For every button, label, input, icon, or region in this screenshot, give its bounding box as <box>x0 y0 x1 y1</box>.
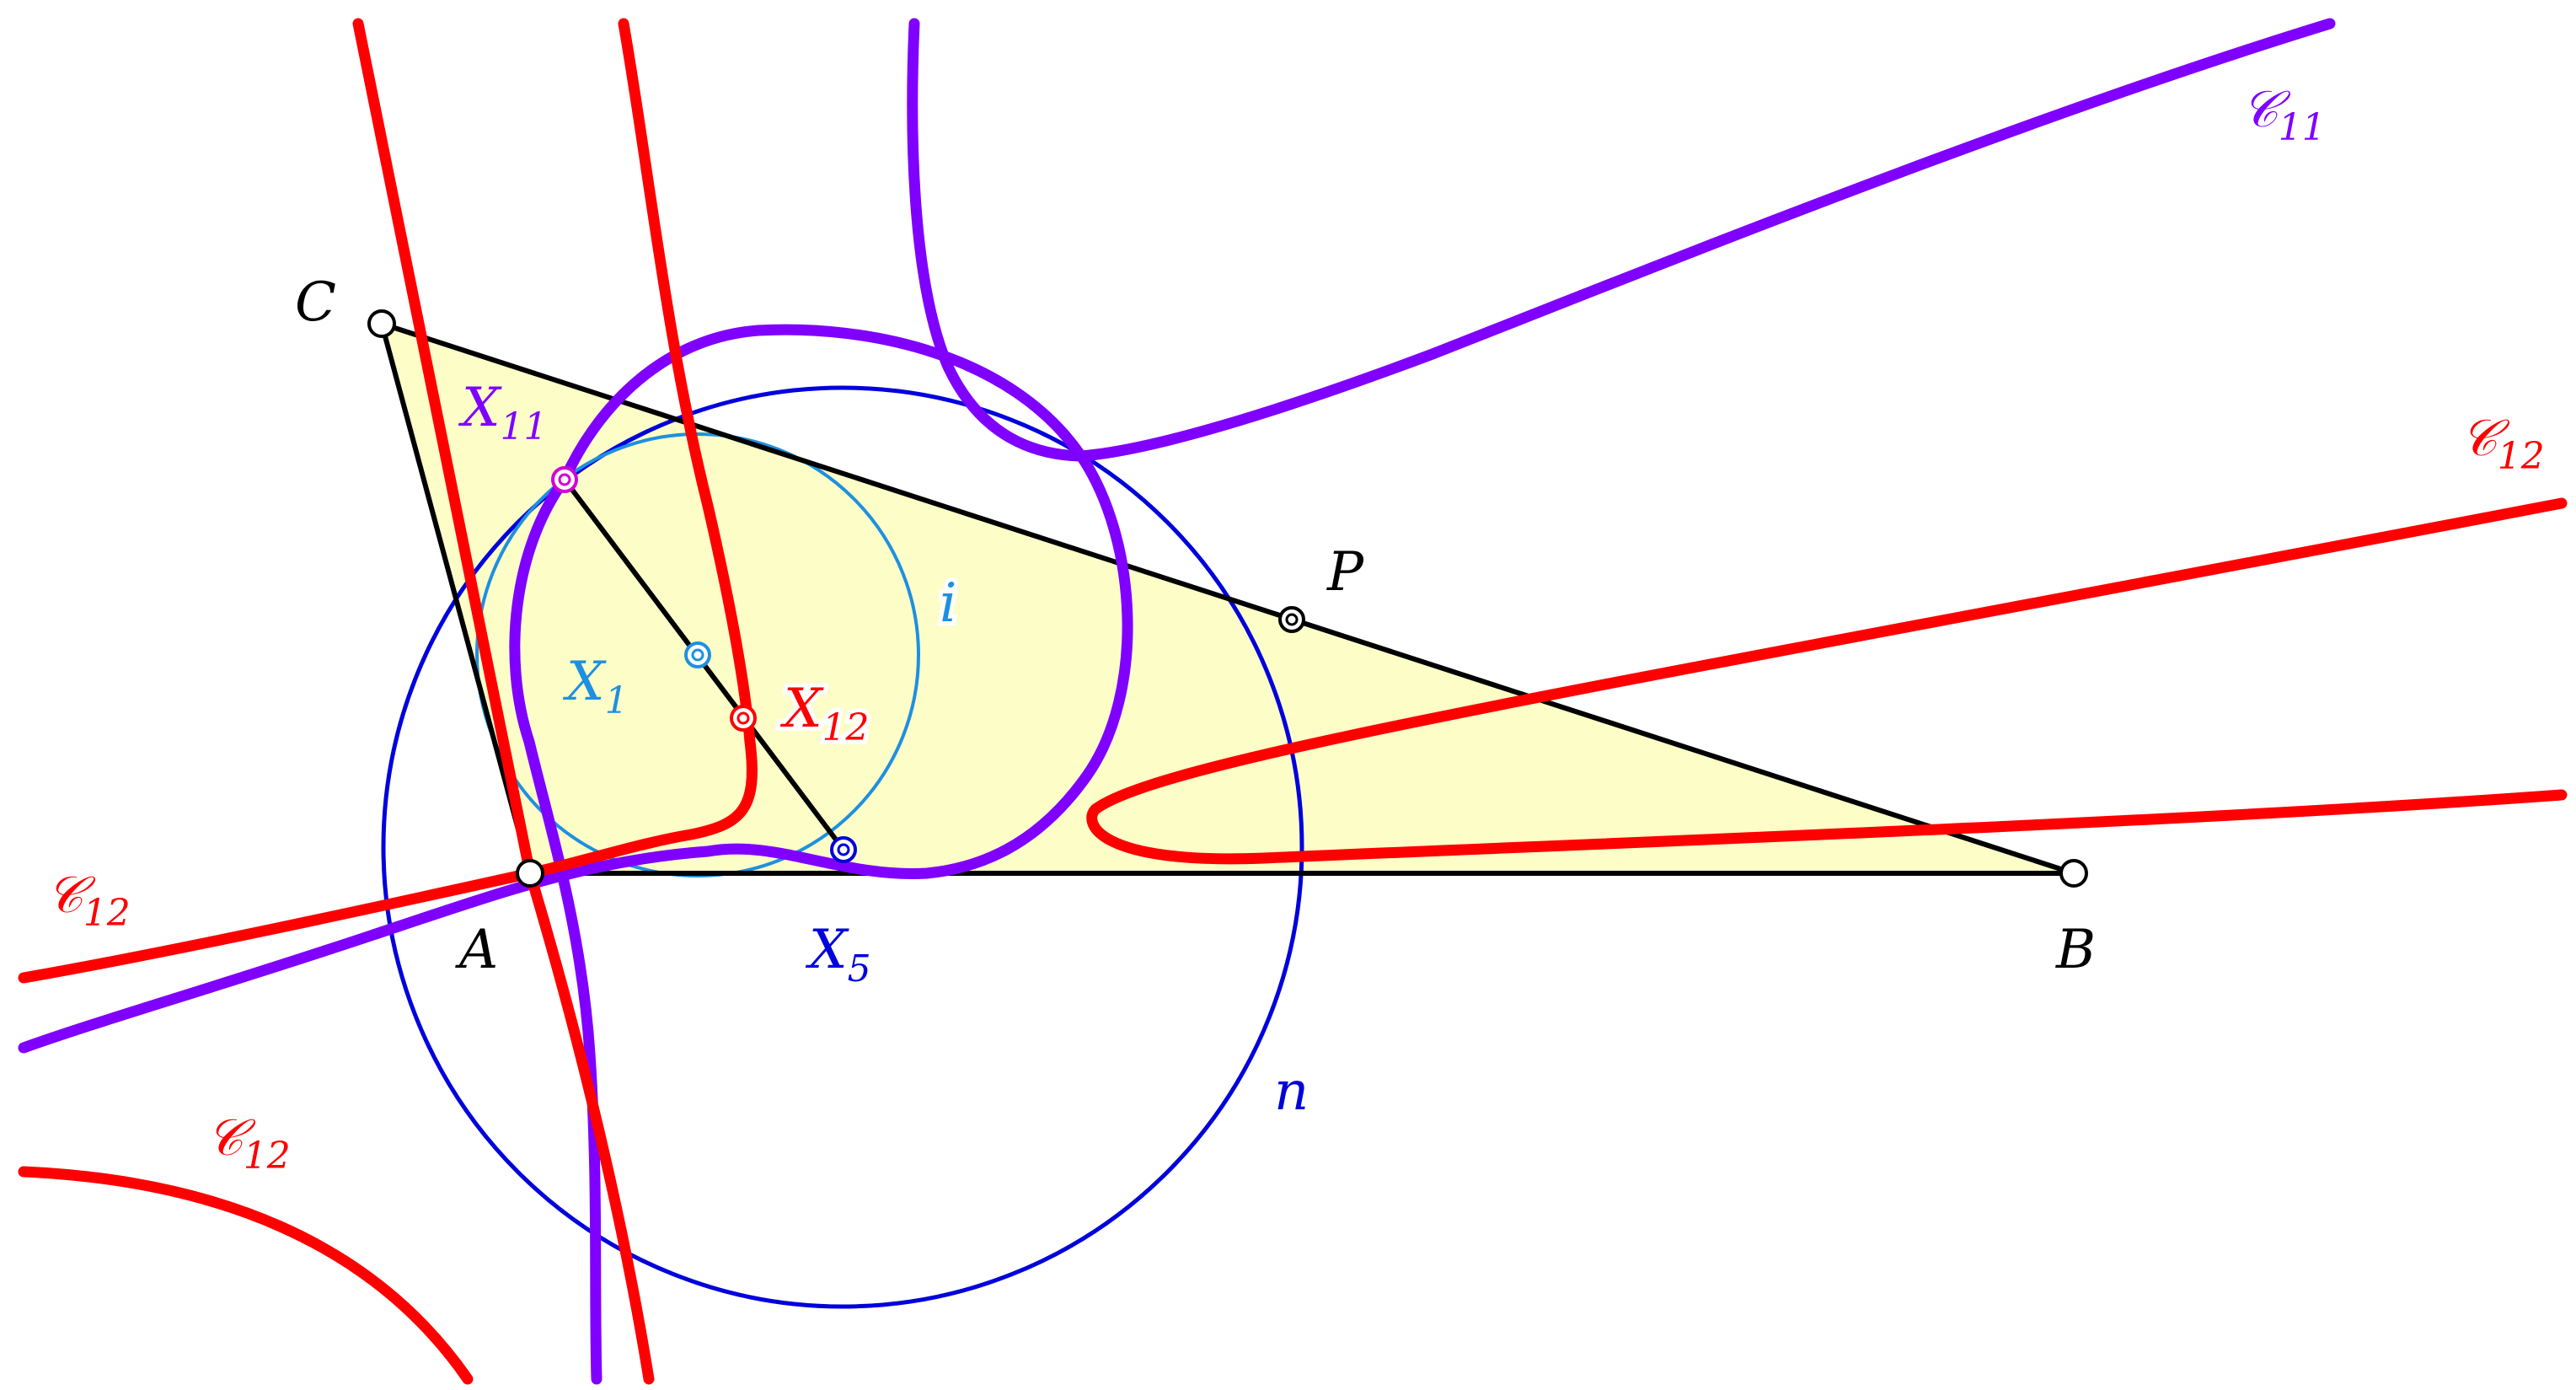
c12-lower-left-branch <box>18 1166 474 1385</box>
label-x1: X1 <box>562 651 629 722</box>
label-x11-sub: 11 <box>501 405 548 448</box>
label-c12-right-sub: 12 <box>2498 435 2545 478</box>
label-incircle: i <box>940 572 956 635</box>
point-x12 <box>730 705 757 732</box>
points <box>367 309 2088 888</box>
label-c12-left-sub: 12 <box>83 892 131 935</box>
vertex-c-point <box>367 309 396 338</box>
label-x12-base: X <box>779 678 824 740</box>
label-x1-base: X <box>562 651 607 713</box>
label-point-p: P <box>1326 541 1364 604</box>
c12-lower-right-branch <box>1086 497 2568 865</box>
label-x5: X5 <box>805 919 871 990</box>
label-x11: X11 <box>458 377 548 448</box>
label-c12-lower-sub: 12 <box>244 1135 291 1178</box>
label-x12: X12 <box>779 678 870 749</box>
label-x5-base: X <box>805 919 849 981</box>
label-cubic-c11: 𝒞11 <box>2241 80 2326 149</box>
cubic-c11 <box>18 18 2336 1385</box>
label-x5-sub: 5 <box>848 947 871 990</box>
vertex-a-point <box>516 859 544 888</box>
label-cubic-c12-lower: 𝒞12 <box>206 1108 291 1178</box>
c11-loop-branch <box>18 324 1133 1054</box>
point-p <box>1278 606 1305 633</box>
vertex-b-point <box>2059 859 2088 888</box>
c11-inner-branch <box>509 474 602 1385</box>
c12-left-line-branch <box>352 18 655 1385</box>
label-cubic-c12-left: 𝒞12 <box>46 866 131 935</box>
point-x1 <box>684 641 711 668</box>
label-vertex-a: A <box>455 919 498 981</box>
point-x5 <box>830 836 857 863</box>
cubic-c12 <box>18 18 2568 1385</box>
label-x12-sub: 12 <box>822 706 870 749</box>
label-x11-base: X <box>458 377 502 439</box>
label-c11-sub: 11 <box>2279 106 2326 149</box>
c12-middle-branch <box>18 18 758 984</box>
label-nine-point-circle: n <box>1274 1060 1309 1123</box>
triangle-abc <box>379 321 2076 876</box>
label-vertex-b: B <box>2055 919 2096 981</box>
nine-point-circle <box>381 385 1304 1309</box>
point-x11 <box>551 466 578 493</box>
label-vertex-c: C <box>295 271 336 334</box>
c11-upper-right-branch <box>907 18 2336 462</box>
label-x1-sub: 1 <box>605 679 629 722</box>
label-cubic-c12-right: 𝒞12 <box>2461 409 2545 478</box>
